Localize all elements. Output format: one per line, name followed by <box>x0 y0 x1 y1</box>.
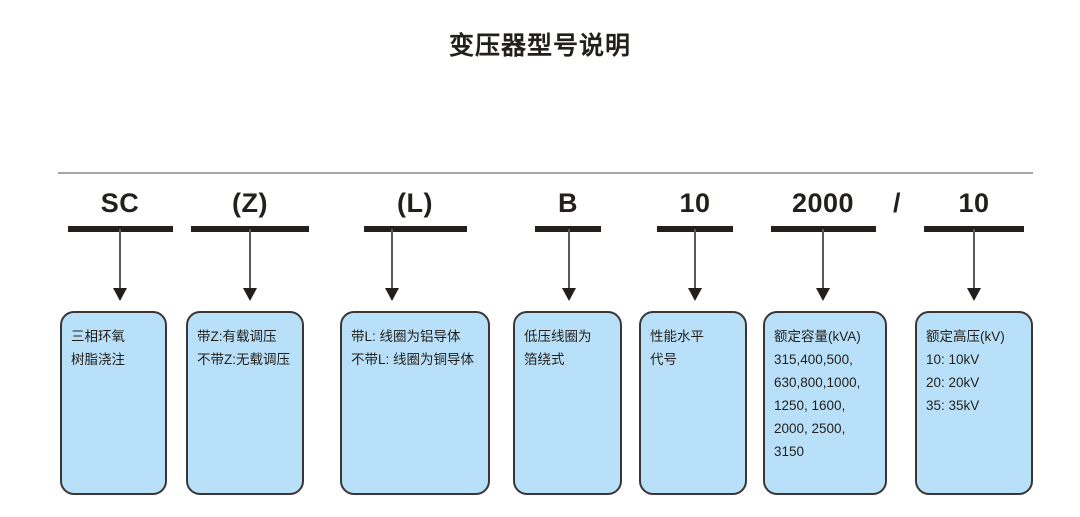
description-box-2: 带Z:有载调压 不带Z:无载调压 <box>186 311 304 495</box>
code-label-3: (L) <box>397 188 433 218</box>
description-line: 低压线圈为 <box>524 329 592 344</box>
description-line: 35: 35kV <box>926 398 980 413</box>
description-box-1: 三相环氧 树脂浇注 <box>60 311 167 495</box>
code-cell-5: 10 <box>640 186 750 232</box>
description-line: 1250, 1600, <box>774 398 846 413</box>
description-line: 额定高压(kV) <box>926 329 1005 344</box>
arrow-head-4 <box>562 288 576 301</box>
description-line: 315,400,500, <box>774 352 853 367</box>
page-title: 变压器型号说明 <box>448 32 631 60</box>
code-cell-6: 2000 <box>763 186 883 232</box>
arrow-head-3 <box>385 288 399 301</box>
description-box-5: 性能水平 代号 <box>639 311 747 495</box>
description-line: 代号 <box>650 352 677 367</box>
arrow-head-2 <box>243 288 257 301</box>
arrow-5 <box>688 229 702 301</box>
description-line: 带Z:有载调压 <box>197 329 277 344</box>
code-label-7: 10 <box>958 188 990 218</box>
arrow-stem-3 <box>391 229 393 288</box>
code-cell-7: 10 <box>915 186 1033 232</box>
arrow-stem-1 <box>119 229 121 288</box>
arrow-stem-5 <box>694 229 696 288</box>
description-box-3: 带L: 线圈为铝导体 不带L: 线圈为铜导体 <box>340 311 490 495</box>
description-line: 2000, 2500, <box>774 421 846 436</box>
description-line: 性能水平 <box>650 329 704 344</box>
arrow-2 <box>243 229 257 301</box>
description-box-4: 低压线圈为 箔绕式 <box>513 311 622 495</box>
separator-slash: / <box>893 188 901 218</box>
description-line: 树脂浇注 <box>71 352 125 367</box>
description-line: 630,800,1000, <box>774 375 861 390</box>
arrow-stem-2 <box>249 229 251 288</box>
description-line: 不带L: 线圈为铜导体 <box>351 352 475 367</box>
arrow-3 <box>385 229 399 301</box>
arrow-1 <box>113 229 127 301</box>
code-label-1: SC <box>100 188 140 218</box>
code-label-4: B <box>558 188 578 218</box>
code-label-2: (Z) <box>232 188 268 218</box>
description-line: 10: 10kV <box>926 352 980 367</box>
description-line: 额定容量(kVA) <box>774 329 861 344</box>
description-box-7: 额定高压(kV) 10: 10kV 20: 20kV 35: 35kV <box>915 311 1033 495</box>
description-line: 三相环氧 <box>71 329 125 344</box>
arrow-stem-6 <box>822 229 824 288</box>
code-label-5: 10 <box>679 188 711 218</box>
arrow-head-7 <box>967 288 981 301</box>
arrow-head-1 <box>113 288 127 301</box>
arrow-4 <box>562 229 576 301</box>
code-cell-3: (L) <box>340 186 490 232</box>
code-underline-3 <box>363 226 467 232</box>
arrow-head-6 <box>816 288 830 301</box>
description-line: 3150 <box>774 444 805 459</box>
code-cell-1: SC <box>60 186 180 232</box>
header-divider <box>58 172 1033 174</box>
description-line: 不带Z:无载调压 <box>197 352 290 367</box>
description-box-6: 额定容量(kVA) 315,400,500, 630,800,1000, 125… <box>763 311 887 495</box>
code-cell-2: (Z) <box>185 186 315 232</box>
description-line: 带L: 线圈为铝导体 <box>351 329 461 344</box>
description-line: 箔绕式 <box>524 352 565 367</box>
arrow-head-5 <box>688 288 702 301</box>
arrow-stem-7 <box>973 229 975 288</box>
arrow-7 <box>967 229 981 301</box>
code-label-6: 2000 <box>791 188 855 218</box>
code-cell-4: B <box>513 186 623 232</box>
description-line: 20: 20kV <box>926 375 980 390</box>
arrow-stem-4 <box>568 229 570 288</box>
arrow-6 <box>816 229 830 301</box>
